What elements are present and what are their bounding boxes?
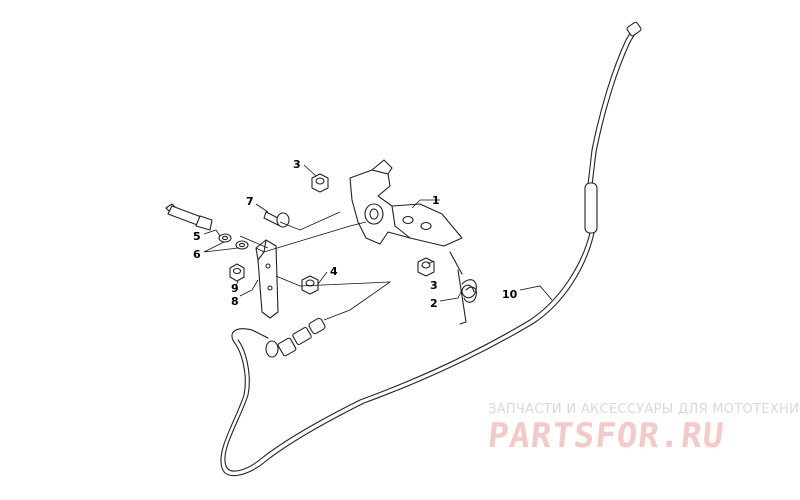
assembly-guides	[239, 211, 392, 321]
cable-end-fitting	[626, 21, 642, 37]
leader-lines	[203, 164, 553, 302]
callout-2: 2	[430, 297, 438, 310]
callout-5: 5	[193, 230, 201, 243]
nut-3-top	[311, 173, 329, 193]
screw-7	[263, 211, 290, 228]
bolt-5	[165, 203, 213, 231]
callout-8: 8	[231, 295, 239, 308]
callout-1: 1	[432, 194, 440, 207]
watermark-logo: PARTSFOR.RU	[485, 416, 727, 456]
pedal-bracket	[349, 159, 463, 247]
callout-10: 10	[502, 288, 518, 301]
pivot-plate	[255, 239, 279, 319]
nut-4	[301, 275, 319, 295]
callout-6: 6	[193, 248, 201, 261]
nut-3-right	[417, 257, 435, 277]
nut-9	[229, 263, 245, 282]
washer-6a	[218, 233, 232, 243]
callout-3-top: 3	[293, 158, 301, 171]
callout-4: 4	[330, 265, 338, 278]
cable-sleeve	[584, 182, 598, 234]
callout-7: 7	[246, 195, 254, 208]
return-spring	[449, 251, 477, 325]
callout-3-right: 3	[430, 279, 438, 292]
callout-9: 9	[231, 282, 239, 295]
watermark-tagline: ЗАПЧАСТИ И АКСЕССУАРЫ ДЛЯ МОТОТЕХНИКИ	[488, 402, 800, 417]
throttle-cable	[220, 21, 642, 477]
cable-barrel-fitting	[265, 317, 326, 358]
washer-6b	[235, 240, 249, 250]
